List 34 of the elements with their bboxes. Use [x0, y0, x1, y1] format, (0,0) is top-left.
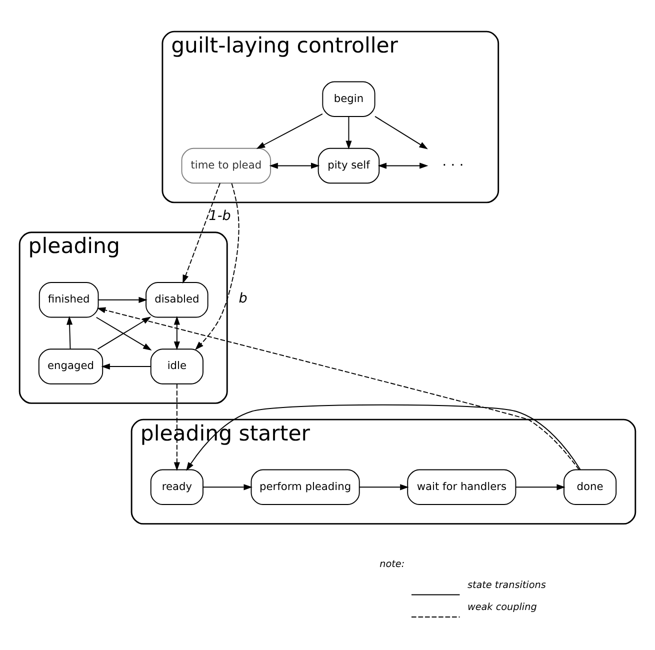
node-box: wait for handlers [407, 469, 516, 505]
arrow [378, 162, 428, 169]
arrow [195, 182, 240, 350]
node-box: perform pleading [250, 469, 360, 505]
arrow [269, 162, 320, 169]
edge-label: 1-b [208, 208, 231, 224]
node-text: · · · [442, 157, 464, 174]
node-box: idle [150, 348, 204, 384]
node-box: finished [38, 282, 99, 318]
node-box: done [563, 469, 617, 505]
arrow [256, 114, 323, 149]
arrow [374, 116, 428, 150]
node-box: disabled [146, 282, 208, 318]
node-box: pity self [318, 148, 380, 184]
arrow [186, 404, 581, 471]
arrow [96, 307, 580, 470]
node-box: engaged [38, 348, 104, 384]
arrow [66, 316, 73, 350]
edge-label: b [238, 290, 248, 307]
arrow [98, 296, 148, 303]
arrow [182, 182, 220, 284]
label: note: [380, 558, 405, 570]
arrow [515, 484, 566, 490]
node-box: begin [322, 81, 376, 117]
legend-label: weak coupling [467, 602, 537, 614]
legend-label: state transitions [467, 580, 546, 592]
arrow [174, 316, 180, 350]
node-box: time to plead [181, 148, 272, 184]
arrow [174, 384, 180, 471]
arrow [358, 484, 409, 490]
arrow [101, 363, 152, 370]
arrow [202, 484, 252, 490]
arrow [346, 116, 352, 150]
node-box: ready [150, 469, 204, 505]
